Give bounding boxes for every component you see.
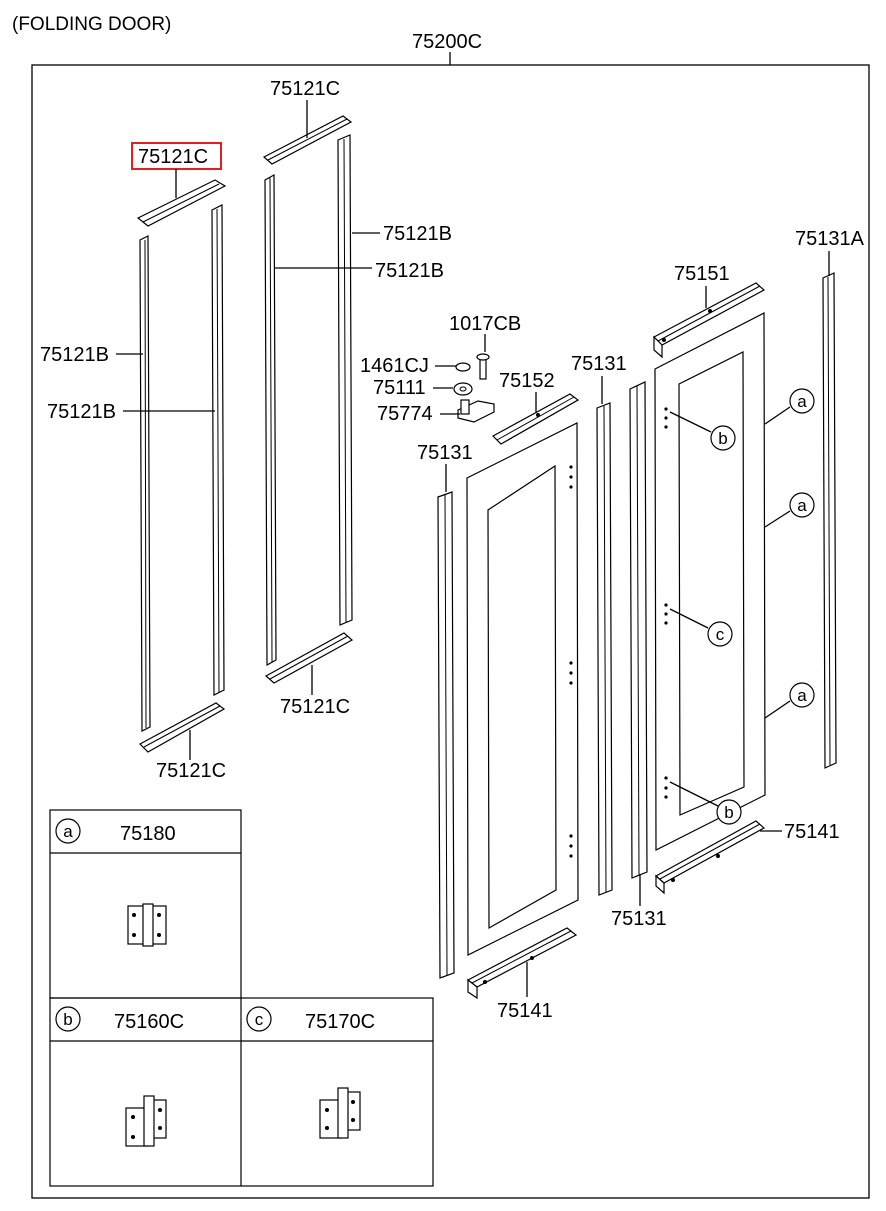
right-door-panel[interactable]: [654, 312, 766, 851]
hinge-b-icon: [125, 1095, 167, 1147]
label-post-center[interactable]: 75131: [571, 353, 627, 375]
callout-a-2[interactable]: a: [764, 492, 815, 528]
svg-text:b: b: [718, 429, 727, 448]
label-washer[interactable]: 75111: [373, 377, 426, 399]
legend-a-part: 75180: [120, 823, 176, 845]
legend-b[interactable]: b 75160C: [55, 1006, 184, 1147]
hinge-a-icon: [127, 903, 167, 947]
left-frame: [136, 179, 227, 753]
label-post-far-right[interactable]: 75131A: [795, 228, 865, 250]
hinge-c-icon: [319, 1087, 361, 1139]
hardware: [453, 353, 495, 423]
label-frame-side-left-outer[interactable]: 75121B: [40, 344, 109, 366]
label-top-bracket-left[interactable]: 75152: [499, 370, 555, 392]
top-bracket-left[interactable]: [492, 393, 580, 445]
label-bolt[interactable]: 1017CB: [449, 313, 521, 335]
svg-text:a: a: [797, 496, 807, 515]
label-post-left[interactable]: 75131: [417, 442, 473, 464]
label-frame-top-left[interactable]: 75121C: [138, 146, 208, 168]
label-frame-side-right-outer[interactable]: 75121B: [383, 223, 452, 245]
post-left[interactable]: [437, 491, 455, 979]
callout-b-2[interactable]: b: [669, 781, 742, 825]
label-frame-side-right-inner[interactable]: 75121B: [375, 260, 444, 282]
right-frame: [262, 115, 354, 684]
svg-text:a: a: [797, 392, 807, 411]
legend-c-letter: c: [255, 1010, 264, 1029]
callout-b-1[interactable]: b: [669, 411, 736, 451]
legend-b-letter: b: [63, 1010, 72, 1029]
svg-text:b: b: [724, 803, 733, 822]
svg-text:a: a: [797, 686, 807, 705]
legend-b-part: 75160C: [114, 1011, 184, 1033]
legend-a-letter: a: [63, 822, 73, 841]
label-pivot[interactable]: 75774: [377, 403, 433, 425]
diagram-title: (FOLDING DOOR): [12, 14, 171, 35]
svg-text:c: c: [716, 625, 725, 644]
post-far-right[interactable]: [822, 272, 837, 769]
label-bottom-rail-left[interactable]: 75141: [497, 1000, 553, 1022]
label-frame-side-left-inner[interactable]: 75121B: [47, 401, 116, 423]
label-post-right-bottom[interactable]: 75131: [611, 908, 667, 930]
post-center[interactable]: [596, 402, 613, 896]
callout-c-1[interactable]: c: [669, 608, 733, 647]
label-frame-bottom-right[interactable]: 75121C: [280, 696, 350, 718]
callout-a-3[interactable]: a: [764, 682, 815, 719]
legend-c[interactable]: c 75170C: [246, 1006, 375, 1139]
label-frame-top-right[interactable]: 75121C: [270, 78, 340, 100]
legend-a[interactable]: a 75180: [55, 818, 176, 947]
assembly-code[interactable]: 75200C: [412, 31, 482, 53]
top-bracket-right[interactable]: [653, 282, 766, 359]
bottom-rail-right[interactable]: [654, 820, 766, 895]
bottom-rail-left[interactable]: [466, 927, 578, 1000]
label-bottom-rail-right[interactable]: 75141: [784, 821, 840, 843]
left-door-panel[interactable]: [466, 422, 579, 956]
legend-table: a 75180 b 75160C: [49, 809, 434, 1187]
nut-part[interactable]: [455, 362, 471, 372]
callout-a-1[interactable]: a: [764, 388, 815, 425]
label-nut[interactable]: 1461CJ: [360, 355, 429, 377]
label-frame-bottom-left[interactable]: 75121C: [156, 760, 226, 782]
post-right[interactable]: [629, 381, 648, 879]
label-top-bracket-right[interactable]: 75151: [674, 263, 730, 285]
washer-part[interactable]: [453, 382, 473, 396]
assembly-border: [31, 64, 870, 1199]
legend-c-part: 75170C: [305, 1011, 375, 1033]
